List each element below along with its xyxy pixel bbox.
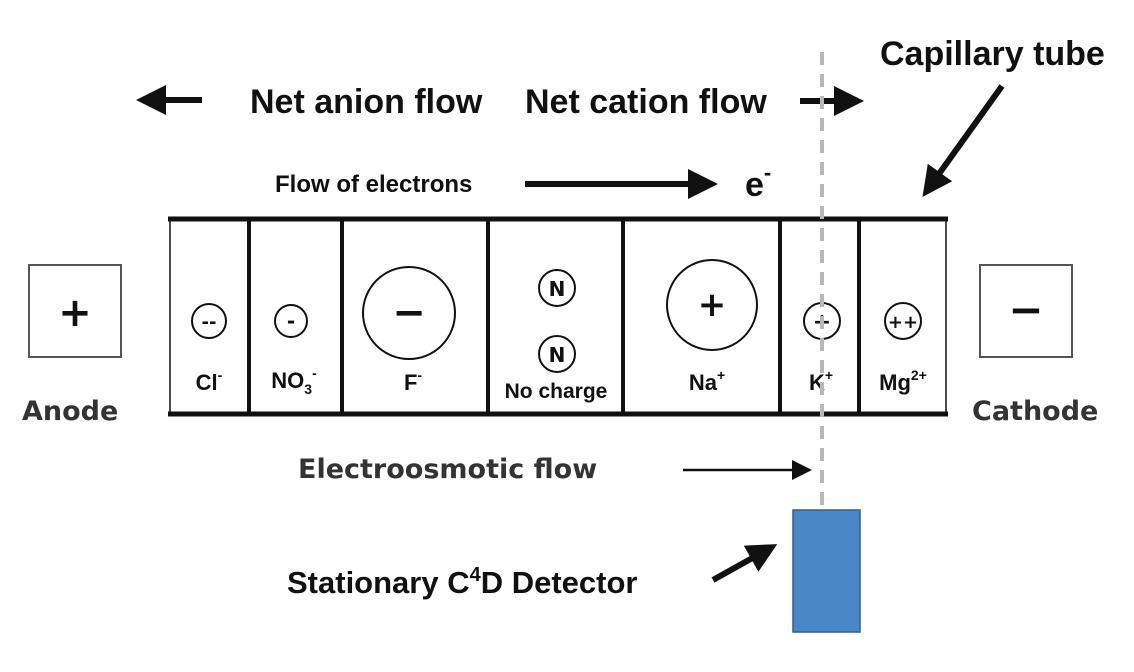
- cathode-label: Cathode: [972, 396, 1098, 427]
- sodium-ion-icon: [666, 259, 758, 351]
- sodium-charge-symbol: +: [698, 285, 727, 325]
- net-anion-flow-label: Net anion flow: [250, 83, 483, 121]
- neutral-molecule-icon-bottom: [538, 335, 576, 373]
- fluoride-charge-symbol: −: [392, 290, 426, 336]
- compartment-na: + Na+: [666, 259, 758, 395]
- cathode-electrode-box: [979, 264, 1073, 358]
- capillary-tube-label: Capillary tube: [880, 35, 1105, 73]
- compartment-no3: - NO3-: [271, 304, 317, 397]
- net-cation-flow-label: Net cation flow: [525, 83, 767, 121]
- capillary-tube-pointer-arrow: [922, 84, 1005, 197]
- compartment-dividers: [247, 219, 861, 414]
- anode-plus-sign: +: [58, 290, 92, 336]
- c4d-detector: [792, 509, 861, 633]
- compartment-cl: -- Cl-: [191, 303, 227, 395]
- compartment-mg: ++ Mg2+: [879, 302, 927, 395]
- detector-pointer-arrow: [711, 544, 778, 583]
- fluoride-ion-icon: [362, 266, 456, 360]
- neutral-molecule-icon-top: [538, 269, 576, 307]
- cathode-minus-sign: −: [1008, 285, 1043, 334]
- electron-symbol: e-: [745, 160, 771, 204]
- chloride-charge-symbol: --: [202, 312, 217, 333]
- nitrate-charge-symbol: -: [287, 309, 295, 333]
- compartment-f: − F-: [362, 266, 456, 395]
- electron-flow-label: Flow of electrons: [275, 171, 472, 198]
- sodium-label: Na+: [689, 367, 725, 395]
- magnesium-label: Mg2+: [879, 367, 927, 395]
- neutral-symbol-top: N: [549, 277, 566, 301]
- nitrate-ion-icon: [274, 304, 308, 338]
- no-charge-label: No charge: [505, 380, 608, 403]
- magnesium-ion-icon: [884, 302, 922, 340]
- anode-label: Anode: [22, 396, 118, 427]
- anode-electrode-box: [28, 264, 122, 358]
- detector-label: Stationary C4D Detector: [287, 564, 638, 600]
- fluoride-label: F-: [404, 367, 422, 395]
- nitrate-label: NO3-: [271, 365, 317, 397]
- chloride-label: Cl-: [196, 367, 223, 395]
- neutral-symbol-bottom: N: [549, 343, 566, 367]
- chloride-ion-icon: [191, 303, 227, 339]
- electroosmotic-flow-label: Electroosmotic flow: [298, 454, 597, 485]
- compartment-neutral: N N No charge: [505, 269, 608, 403]
- magnesium-charge-symbol: ++: [888, 312, 918, 333]
